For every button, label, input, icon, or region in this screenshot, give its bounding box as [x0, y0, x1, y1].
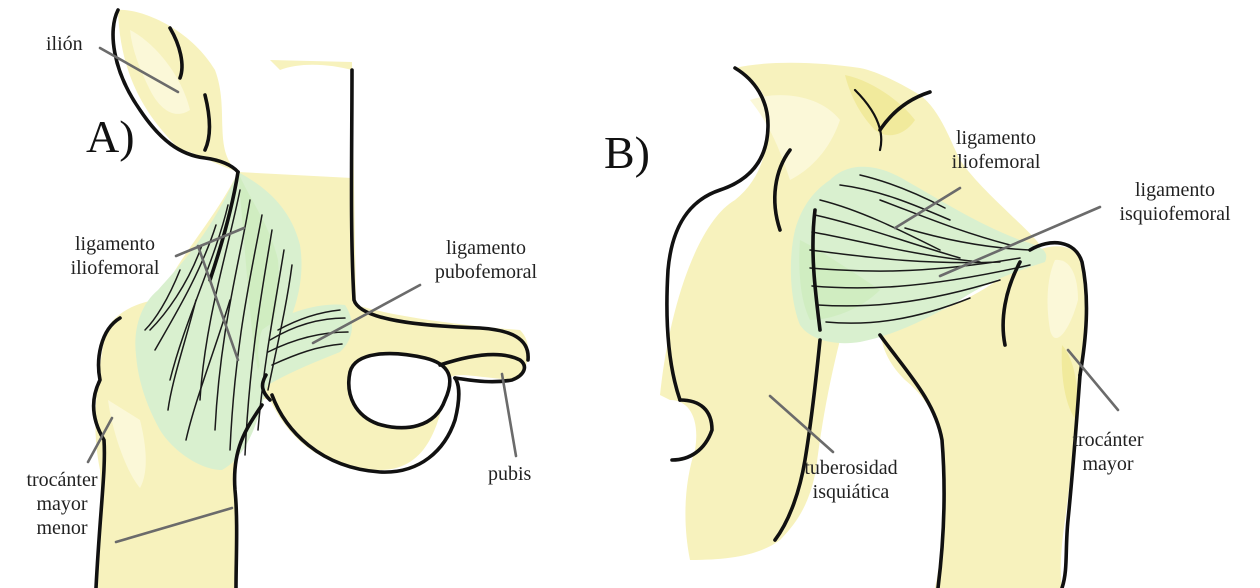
label-isquiofemoral-line1: ligamento	[1100, 178, 1250, 202]
label-trocanter-a-line1: trocánter	[2, 468, 122, 492]
label-trocanter-b-line1: trocánter	[1058, 428, 1158, 452]
label-pubofemoral: ligamento pubofemoral	[426, 236, 546, 284]
label-tuberosidad-line1: tuberosidad	[786, 456, 916, 480]
panel-a-letter: A)	[86, 112, 135, 162]
panel-b-letter: B)	[604, 128, 650, 178]
label-iliofemoral-a-line1: ligamento	[60, 232, 170, 256]
label-trocanter-b: trocánter mayor	[1058, 428, 1158, 476]
leader-pubis	[502, 374, 516, 456]
label-tuberosidad: tuberosidad isquiática	[786, 456, 916, 504]
label-isquiofemoral: ligamento isquiofemoral	[1100, 178, 1250, 226]
label-ilion: ilión	[46, 32, 83, 56]
label-trocanter-a: trocánter mayor menor	[2, 468, 122, 540]
label-trocanter-a-line3: menor	[2, 516, 122, 540]
pelvis-right-outline	[352, 70, 529, 360]
label-pubis: pubis	[488, 462, 531, 486]
panel-a-drawing	[94, 10, 529, 588]
label-trocanter-a-line2: mayor	[2, 492, 122, 516]
label-pubofemoral-line1: ligamento	[426, 236, 546, 260]
label-isquiofemoral-line2: isquiofemoral	[1100, 202, 1250, 226]
label-iliofemoral-b-line2: iliofemoral	[936, 150, 1056, 174]
label-trocanter-b-line2: mayor	[1058, 452, 1158, 476]
label-iliofemoral-a-line2: iliofemoral	[60, 256, 170, 280]
label-iliofemoral-a: ligamento iliofemoral	[60, 232, 170, 280]
label-iliofemoral-b: ligamento iliofemoral	[936, 126, 1056, 174]
label-iliofemoral-b-line1: ligamento	[936, 126, 1056, 150]
label-tuberosidad-line2: isquiática	[786, 480, 916, 504]
label-pubofemoral-line2: pubofemoral	[426, 260, 546, 284]
